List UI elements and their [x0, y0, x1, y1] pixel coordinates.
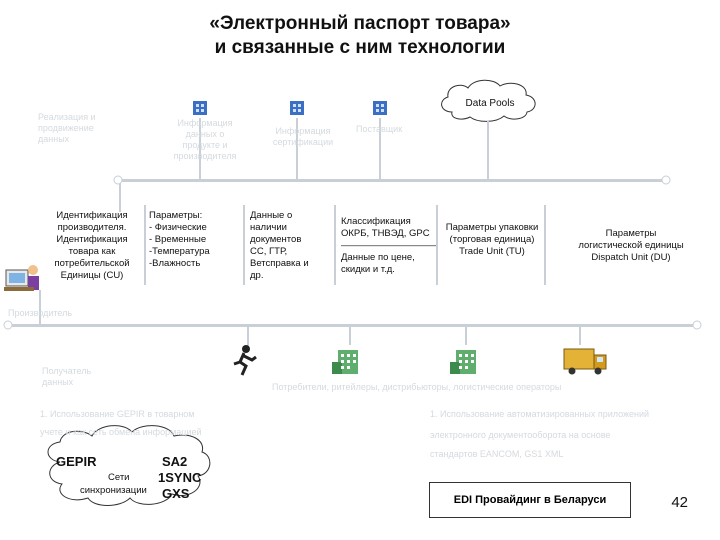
- gepir-label: GEPIR: [56, 454, 97, 469]
- faint-consumers-label: Потребители, ритейлеры, дистрибьюторы, л…: [272, 382, 562, 392]
- packaging-line-1: Параметры упаковки: [445, 222, 539, 233]
- classification-line-5: скидки и т.д.: [341, 264, 395, 275]
- green-building-icon-1: [332, 350, 358, 374]
- person-computer-icon: [4, 265, 39, 291]
- faint-mid2-line-2: сертификации: [272, 137, 334, 147]
- faint-mid1-line-2: данных о: [185, 129, 225, 139]
- parameters-column: Параметры: - Физические - Временные -Тем…: [149, 210, 243, 270]
- faint-receiver-line-1: Получатель: [42, 366, 92, 376]
- building-icon-1: [193, 101, 207, 115]
- faint-mid1-line-4: производителя: [173, 151, 237, 161]
- edi-provider-box: EDI Провайдинг в Беларуси: [429, 482, 631, 518]
- packaging-line-3: Trade Unit (TU): [459, 246, 525, 257]
- documents-column: Данные о наличии документов СС, ГТР, Вет…: [250, 210, 334, 282]
- documents-line-3: документов: [250, 234, 302, 245]
- sync-networks-label-1: Сети: [108, 472, 130, 483]
- identification-line-4: товара как: [68, 246, 116, 257]
- line-node-4: [3, 320, 13, 330]
- documents-line-2: наличии: [250, 222, 287, 233]
- faint-mid1-line-1: Информация: [177, 118, 233, 128]
- green-building-icon-2: [450, 350, 476, 374]
- sync-networks-label-2: синхронизации: [80, 485, 147, 496]
- identification-line-2: производителя.: [57, 222, 127, 233]
- faint-label-mid2: Информация сертификации: [258, 126, 348, 148]
- classification-column: Классификация ОКРБ, ТНВЭД, GPC —————————…: [341, 216, 441, 276]
- truck-icon: [563, 348, 607, 375]
- faint-label-mid1: Информация данных о продукте и производи…: [160, 118, 250, 162]
- identification-line-1: Идентификация: [56, 210, 128, 221]
- gxs-label: GXS: [162, 486, 190, 501]
- packaging-line-2: (торговая единица): [449, 234, 535, 245]
- parameters-line-3: - Временные: [149, 234, 207, 245]
- faint-mid2-line-1: Информация: [275, 126, 331, 136]
- faint-edi-usage-2: электронного документооборота на основе: [430, 430, 611, 440]
- faint-gepir-usage-1: 1. Использование GEPIR в товарном: [40, 409, 195, 419]
- logistics-line-1: Параметры: [605, 228, 657, 239]
- faint-receiver-label: Получатель данных: [42, 366, 122, 388]
- slide-title-line1: «Электронный паспорт товара»: [209, 13, 511, 34]
- lower-data-line: [8, 324, 698, 327]
- data-pools-cloud: [441, 79, 536, 122]
- identification-column: Идентификация производителя. Идентификац…: [40, 210, 144, 282]
- slide-title: «Электронный паспорт товара» и связанные…: [0, 12, 720, 60]
- parameters-line-2: - Физические: [149, 222, 207, 233]
- data-pools-label: Data Pools: [465, 98, 515, 109]
- faint-receiver-line-2: данных: [42, 377, 74, 387]
- faint-label-mid3: Поставщик: [356, 124, 403, 134]
- faint-edi-usage-3: стандартов EANCOM, GS1 XML: [430, 449, 564, 459]
- identification-line-5: потребительской: [54, 258, 130, 269]
- line-node-1: [113, 175, 123, 185]
- logistics-line-3: Dispatch Unit (DU): [591, 252, 671, 263]
- line-node-2: [661, 175, 671, 185]
- faint-edi-usage-1: 1. Использование автоматизированных прил…: [430, 409, 650, 419]
- faint-left-line-1: Реализация и: [38, 112, 96, 122]
- documents-line-5: Ветсправка и: [250, 258, 309, 269]
- faint-mid1-line-3: продукте и: [182, 140, 228, 150]
- sync-networks-cloud: [47, 425, 211, 506]
- onesync-label: 1SYNC: [158, 470, 202, 485]
- logistics-line-2: логистической единицы: [578, 240, 684, 251]
- line-node-3: [692, 320, 702, 330]
- faint-label-left: Реализация и продвижение данных: [38, 112, 128, 145]
- faint-left-line-3: данных: [38, 134, 70, 144]
- parameters-line-4: -Температура: [149, 246, 210, 257]
- building-icon-3: [373, 101, 387, 115]
- slide-title-line2: и связанные с ним технологии: [214, 37, 506, 58]
- faint-left-line-2: продвижение: [38, 123, 94, 133]
- logistics-column: Параметры логистической единицы Dispatch…: [546, 228, 716, 264]
- classification-line-4: Данные по цене,: [341, 252, 415, 263]
- classification-line-1: Классификация: [341, 216, 411, 227]
- classification-line-3: ——————————: [341, 240, 436, 251]
- upper-data-line: [118, 179, 666, 182]
- documents-line-1: Данные о: [250, 210, 293, 221]
- building-icon-2: [290, 101, 304, 115]
- packaging-column: Параметры упаковки (торговая единица) Tr…: [438, 222, 546, 258]
- page-number: 42: [671, 494, 688, 511]
- identification-line-3: Идентификация: [56, 234, 128, 245]
- documents-line-4: СС, ГТР,: [250, 246, 288, 257]
- documents-line-6: др.: [250, 270, 264, 281]
- faint-producer-label: Производитель: [8, 308, 73, 318]
- identification-line-6: Единицы (CU): [60, 270, 124, 281]
- parameters-line-5: -Влажность: [149, 258, 201, 269]
- runner-icon: [233, 345, 257, 376]
- faint-gepir-usage-2: учете и как сеть обмена информацией: [40, 427, 202, 437]
- parameters-line-1: Параметры:: [149, 210, 203, 221]
- classification-line-2: ОКРБ, ТНВЭД, GPC: [341, 228, 430, 239]
- sa2-label: SA2: [162, 454, 188, 469]
